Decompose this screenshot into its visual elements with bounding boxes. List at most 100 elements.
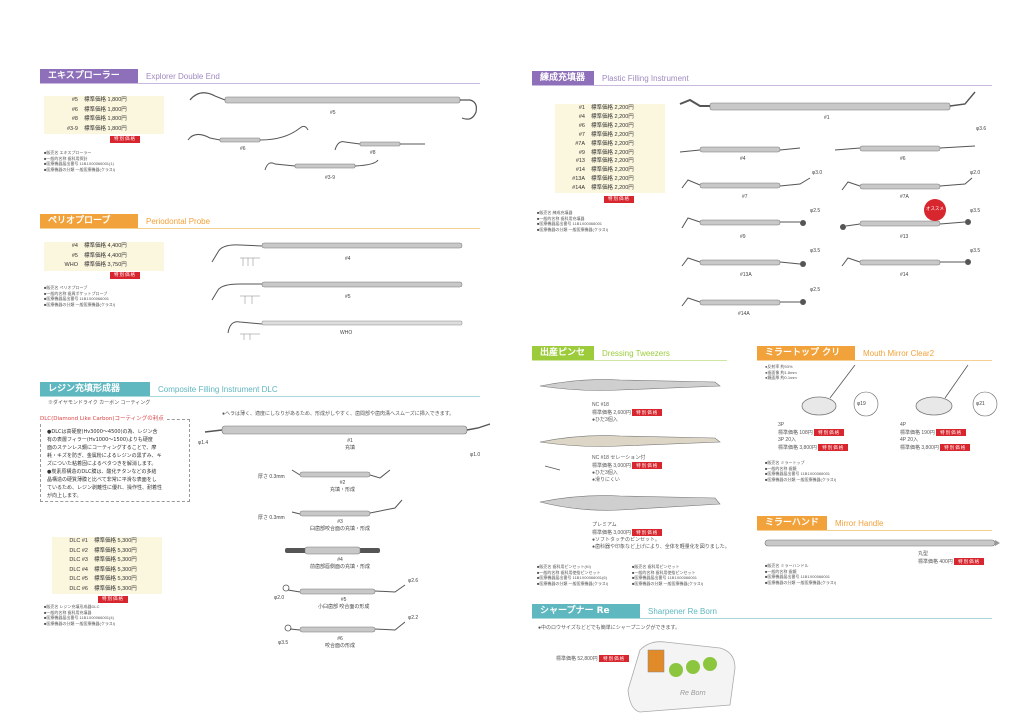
tweezers-item: NC #18 セレーション付 標準価格 3,000円 特別価格 ●ひだ3個入 ●… (592, 455, 663, 484)
dimension-label: φ1.0 (470, 452, 481, 458)
dimension-label: φ3.5 (970, 208, 981, 214)
plastic-notes: ■販売名 練成充填器■一般的名称 歯科用充填器■医療機器届出番号 11B1X00… (537, 210, 609, 232)
sharpener-title-en: Sharpener Re Born (648, 606, 717, 616)
divider (40, 228, 480, 229)
perio-title: ペリオプローブ (40, 213, 138, 229)
tweezers-title: 出産ピンセット (532, 345, 594, 373)
plastic-title-en: Plastic Filling Instrument (602, 73, 689, 83)
thickness-label: 厚さ 0.3mm (258, 515, 285, 521)
plastic-label: #14A (738, 311, 750, 317)
handle-item: 丸型 標準価格 400円 特別価格 (918, 551, 985, 566)
tweezers-section-header: 出産ピンセット Dressing Tweezers (532, 345, 670, 373)
tweezers-item: NC #18 標準価格 2,600円 特別価格 ●ひだ3個入 (592, 402, 663, 424)
dimension-label: φ3.6 (976, 126, 987, 132)
perio-label: #4 (345, 256, 351, 262)
resin-note-top: ●ヘラは薄く、適度にしなりがあるため、形成がしやすく、歯間部や歯肉溝へスムーズに… (222, 411, 455, 417)
mirror-description: ●反射率 約93%●歯面像 約1.8mm●鏡面厚 約0.1mm (765, 364, 797, 380)
perio-title-en: Periodontal Probe (146, 216, 211, 226)
dimension-label: φ3.5 (278, 640, 289, 646)
divider (532, 360, 727, 361)
dimension-label: φ2.0 (970, 170, 981, 176)
explorer-label: #8 (370, 150, 376, 156)
explorer-label: #3-9 (325, 175, 336, 181)
tweezers-notes: ■販売名 歯科用ピンセット■一般的名称 歯科用使捨ピンセット■医療機器届出番号 … (632, 564, 704, 586)
perio-label: #5 (345, 294, 351, 300)
mirror-notes: ■販売名 ミラートップ■一般的名称 歯鏡■医療機器届出番号 11B1X00066… (765, 460, 837, 482)
plastic-label: #1 (824, 115, 830, 121)
plastic-label: #13A (740, 272, 752, 278)
dimension-label: φ2.5 (810, 287, 821, 293)
explorer-title-en: Explorer Double End (146, 71, 220, 81)
dimension-label: φ2.2 (408, 615, 419, 621)
plastic-label: #13 (900, 234, 909, 240)
plastic-title: 練成充填器 (532, 70, 594, 86)
thickness-label: 厚さ 0.3mm (258, 474, 285, 480)
sharpener-title: シャープナー Re Born(リボン) (532, 603, 640, 631)
resin-title: レジン充填形成器 DLC (40, 381, 150, 409)
divider (757, 530, 992, 531)
explorer-label: #5 (330, 110, 336, 116)
mirror-item: 4P 標準価格 190円 特別価格 4P 20入 標準価格 3,800円 特別価… (900, 422, 971, 452)
plastic-label: #14 (900, 272, 909, 278)
special-price-badge: 特別価格 (632, 409, 663, 416)
special-price-badge: 特別価格 (604, 196, 634, 203)
resin-subtitle: ※ダイヤモンドライク カーボン コーティング (48, 400, 151, 406)
dimension-label: φ3.0 (812, 170, 823, 176)
mirror-item: 3P 標準価格 108円 特別価格 3P 20入 標準価格 3,800円 特別価… (778, 422, 849, 452)
resin-section-header: レジン充填形成器 DLC Composite Filling Instrumen… (40, 381, 278, 409)
plastic-label: #7A (900, 194, 909, 200)
mirror-section-header: ミラートップ クリアー2 Mouth Mirror Clear2 (757, 345, 934, 373)
sharpener-brand: Re Born (680, 690, 706, 697)
special-price-badge: 特別価格 (632, 462, 663, 469)
dimension-label: φ2.0 (274, 595, 285, 601)
dimension-label: φ1.4 (198, 440, 209, 446)
perio-notes: ■販売名 ペリオプローブ■一般的名称 歯周ポケットプローブ■医療機器届出番号 1… (44, 285, 116, 307)
dimension-label: φ2.5 (810, 208, 821, 214)
tweezers-title-en: Dressing Tweezers (602, 348, 670, 358)
divider (532, 618, 992, 619)
divider (532, 85, 992, 86)
divider (40, 83, 480, 84)
sharpener-price: 標準価格 52,800円 特別価格 (556, 655, 630, 663)
mirror-title: ミラートップ クリアー2 (757, 345, 855, 373)
recommend-badge: オススメ (924, 199, 946, 221)
dimension-label: φ3.5 (810, 248, 821, 254)
plastic-label: #6 (900, 156, 906, 162)
perio-section-header: ペリオプローブ Periodontal Probe (40, 213, 210, 229)
explorer-section-header: エキスプローラー 両頭 Explorer Double End (40, 68, 220, 96)
divider (757, 360, 992, 361)
tweezers-item: プレミアム 標準価格 3,000円 特別価格 ●ソフトタッチのピンセット。 ●歯… (592, 522, 730, 550)
resin-notes: ■販売名 レジン充填形成器DLC■一般的名称 歯科用充填器■医療機器届出番号 1… (44, 604, 116, 626)
sharpener-feature: ●中のロウサイズなどどでも簡単にシャープニングができます。 (538, 625, 680, 631)
explorer-notes: ■販売名 エキスプローラー■一般的名称 歯科用探針■医療機器届出番号 11B1X… (44, 150, 116, 172)
special-price-badge: 特別価格 (98, 596, 128, 603)
